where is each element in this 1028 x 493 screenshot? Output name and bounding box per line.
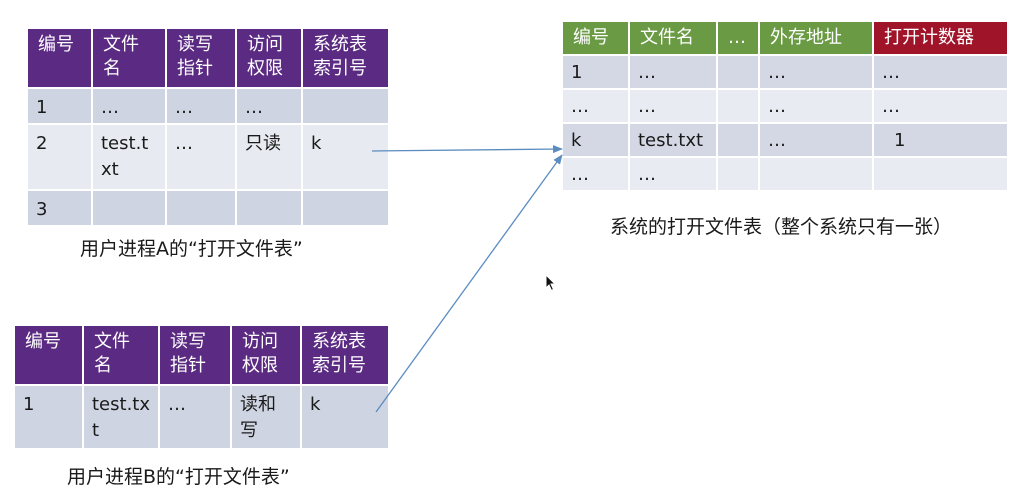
table-cell [717, 54, 760, 89]
table-cell [302, 87, 388, 124]
header-cell: … [717, 22, 760, 55]
table-cell [717, 122, 760, 157]
table-cell: 2 [28, 123, 93, 190]
table-cell [873, 156, 1007, 190]
table-cell: k [302, 123, 388, 190]
arrow-a-to-system-row-k [371, 145, 563, 154]
table-row: …… [563, 156, 1007, 190]
header-cell: 编号 [15, 326, 84, 385]
table-cell: … [166, 87, 237, 124]
table-row: ………… [563, 88, 1007, 123]
table-cell: … [166, 123, 237, 190]
table-cell: 1 [563, 54, 630, 89]
table-cell: … [629, 88, 718, 123]
table-cell: … [92, 87, 167, 124]
table-header-row: 编号文件名…外存地址打开计数器 [563, 22, 1007, 55]
table-row: 3 [28, 189, 388, 225]
table-header-row: 编号文件名读写指针访问权限系统表索引号 [28, 29, 388, 88]
header-cell: 外存地址 [759, 22, 874, 55]
table-cell: … [563, 156, 630, 190]
table-cell [92, 189, 167, 225]
header-cell: 文件名 [629, 22, 718, 55]
table-cell: 1 [873, 122, 1007, 157]
table-cell: … [629, 156, 718, 190]
arrow-b-to-system-row-k [375, 154, 563, 413]
table-cell [717, 88, 760, 123]
table-cell [302, 189, 388, 225]
table-cell: … [759, 54, 874, 89]
header-cell: 读写指针 [166, 29, 237, 88]
header-cell: 文件名 [92, 29, 167, 88]
table-header-row: 编号文件名读写指针访问权限系统表索引号 [15, 326, 388, 385]
header-cell: 访问权限 [231, 326, 302, 385]
table-cell: 读和写 [231, 384, 302, 448]
header-cell: 访问权限 [236, 29, 303, 88]
table-cell: … [873, 88, 1007, 123]
table-cell: … [759, 122, 874, 157]
table-cell: k [563, 122, 630, 157]
table-cell: 1 [28, 87, 93, 124]
table-cell: … [759, 88, 874, 123]
table-cell: … [563, 88, 630, 123]
table-cell: 1 [15, 384, 84, 448]
header-cell: 文件名 [83, 326, 160, 385]
table-cell: … [236, 87, 303, 124]
process-b-caption: 用户进程B的“打开文件表” [67, 466, 290, 488]
system-table-caption: 系统的打开文件表（整个系统只有一张） [610, 216, 953, 238]
table-cell: 3 [28, 189, 93, 225]
table-cell [166, 189, 237, 225]
header-cell: 编号 [563, 22, 630, 55]
header-cell: 打开计数器 [873, 22, 1007, 55]
table-cell: … [873, 54, 1007, 89]
mouse-cursor-icon [545, 274, 557, 292]
table-cell [236, 189, 303, 225]
table-cell: … [159, 384, 232, 448]
table-cell: k [301, 384, 388, 448]
header-cell: 编号 [28, 29, 93, 88]
table-row: 1……… [563, 54, 1007, 89]
table-cell: … [629, 54, 718, 89]
header-cell: 系统表索引号 [302, 29, 388, 88]
process-a-caption: 用户进程A的“打开文件表” [80, 238, 303, 260]
header-cell: 系统表索引号 [301, 326, 388, 385]
table-cell: 只读 [236, 123, 303, 190]
header-cell: 读写指针 [159, 326, 232, 385]
table-row: 1……… [28, 87, 388, 124]
table-cell [759, 156, 874, 190]
table-cell: test.txt [629, 122, 718, 157]
table-cell [717, 156, 760, 190]
